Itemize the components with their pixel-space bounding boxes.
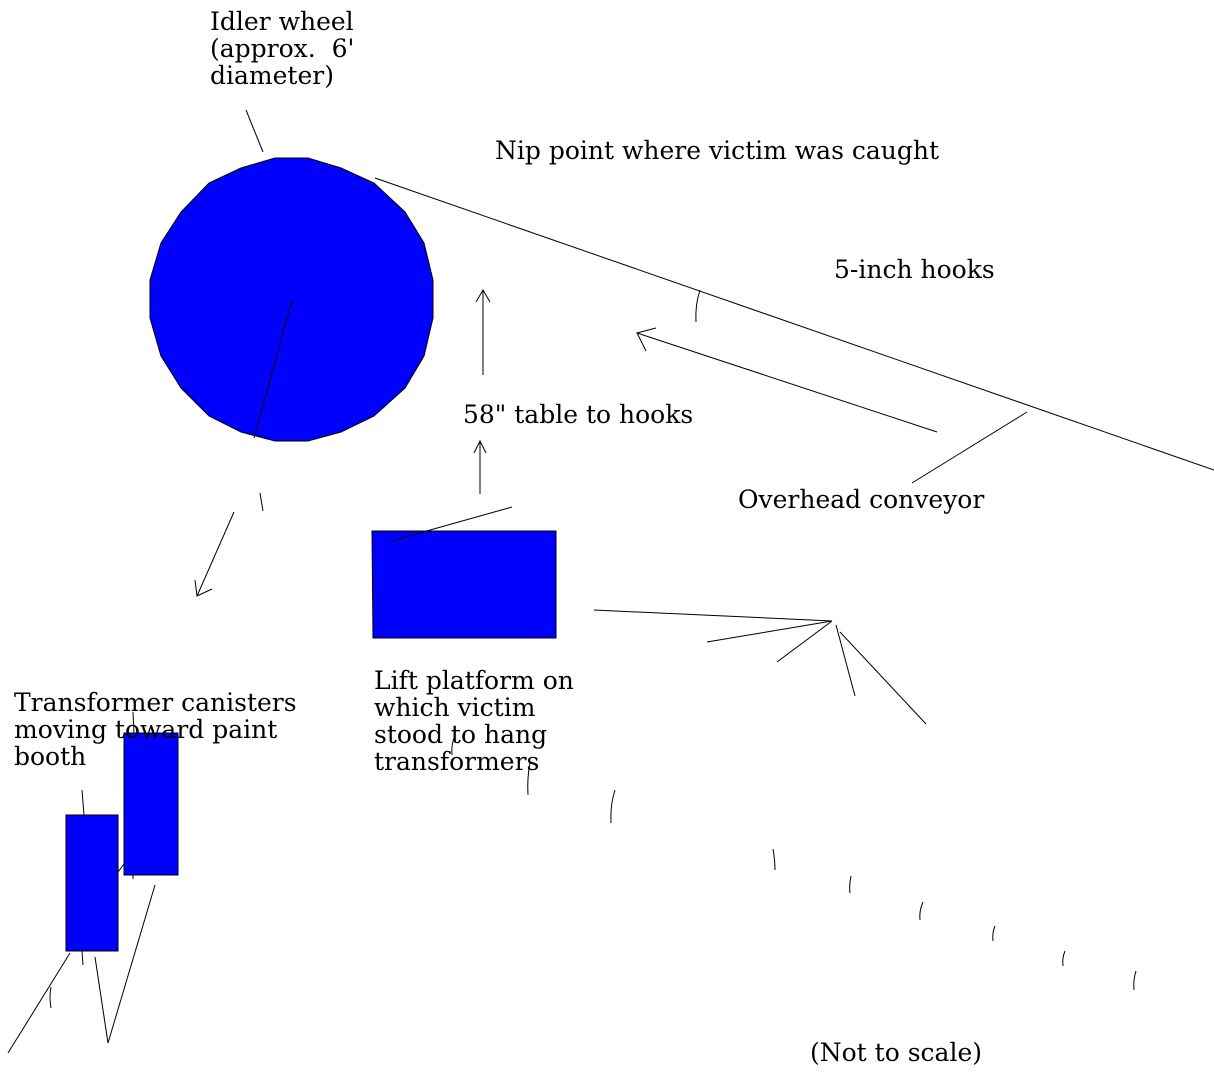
idler-wheel-label-line: Idler wheel xyxy=(210,7,354,36)
hook-mark xyxy=(919,901,924,921)
hook-mark xyxy=(695,289,701,323)
lift-platform-label: Lift platform on which victim stood to h… xyxy=(374,667,574,775)
hook-mark xyxy=(49,986,52,1009)
canister-leader-line xyxy=(132,711,135,734)
hook-mark xyxy=(849,875,852,894)
canister-direction-arrowhead xyxy=(194,579,213,597)
canister-leader-line xyxy=(81,789,85,816)
fan-line-3 xyxy=(776,620,833,663)
fan-line-4 xyxy=(835,624,856,697)
dimension-arrowhead-up xyxy=(475,289,491,303)
hook-mark xyxy=(527,762,531,796)
conveyor-leader-line xyxy=(911,411,1028,484)
hook-mark xyxy=(772,848,776,871)
conveyor-line xyxy=(374,177,1214,471)
hook-mark xyxy=(1133,970,1137,991)
canister-leader-line xyxy=(7,952,71,1054)
idler-wheel xyxy=(149,157,434,442)
small-tick xyxy=(259,492,264,512)
scale-note: (Not to scale) xyxy=(810,1038,982,1067)
canister-leader-line xyxy=(94,956,109,1044)
idler-wheel-label-line: (approx. 6' xyxy=(210,34,355,63)
wheel-radius-line xyxy=(253,299,293,439)
canister-hanger-line xyxy=(81,950,84,966)
overhead-conveyor-label: Overhead conveyor xyxy=(738,485,985,514)
table-to-hooks-label: 58" table to hooks xyxy=(463,400,694,429)
lift-platform-label-line: stood to hang xyxy=(374,720,548,749)
hooks-label: 5-inch hooks xyxy=(834,255,995,284)
canisters-label-line: booth xyxy=(14,742,87,771)
platform-line xyxy=(390,506,513,542)
canister-leader-line xyxy=(107,884,156,1044)
hooks-arrowhead xyxy=(636,327,657,352)
fan-line-1 xyxy=(593,609,833,622)
hook-mark xyxy=(1062,950,1066,967)
lift-platform xyxy=(371,530,557,639)
lift-platform-label-line: which victim xyxy=(374,693,536,722)
canister-direction-arrow xyxy=(196,511,235,597)
dimension-arrowhead-lower xyxy=(473,439,487,454)
transformer-canister xyxy=(123,732,179,876)
lift-platform-label-line: transformers xyxy=(374,747,540,776)
canisters-label-line: moving toward paint xyxy=(14,715,278,744)
canisters-label: Transformer canisters moving toward pain… xyxy=(14,689,297,770)
transformer-canister xyxy=(65,814,119,952)
hook-mark xyxy=(451,734,456,756)
canister-connector-line xyxy=(117,863,125,873)
canisters-label-line: Transformer canisters xyxy=(14,688,297,717)
lift-platform-label-line: Lift platform on xyxy=(374,666,574,695)
hook-mark xyxy=(992,925,996,942)
idler-wheel-leader-line xyxy=(245,109,264,153)
fan-line-2 xyxy=(706,620,833,643)
hooks-arrow xyxy=(636,332,938,433)
nip-point-label: Nip point where victim was caught xyxy=(495,136,940,165)
fan-line-5 xyxy=(839,631,927,725)
hook-mark xyxy=(610,789,616,824)
idler-wheel-label: Idler wheel (approx. 6' diameter) xyxy=(210,8,354,89)
idler-wheel-label-line: diameter) xyxy=(210,61,334,90)
